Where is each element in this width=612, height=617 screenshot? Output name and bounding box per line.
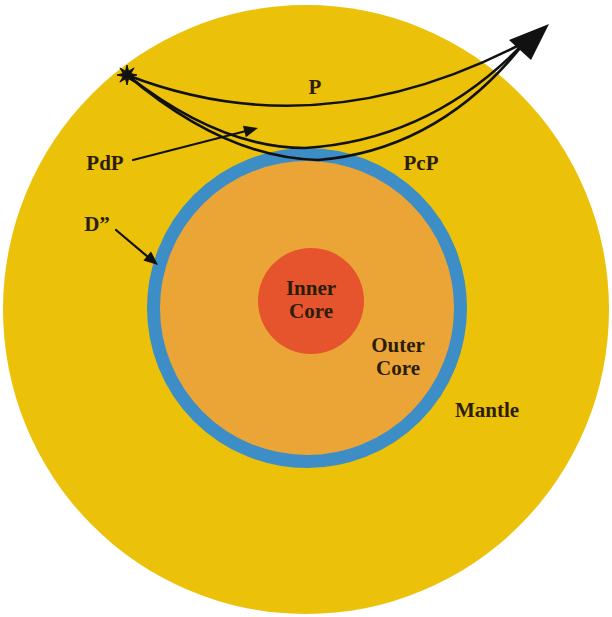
pcp-ray [127,42,525,160]
earthquake-source [117,65,137,85]
arrow-head [243,126,258,138]
arrow-head [509,24,549,60]
p-ray [127,42,525,106]
ray-label: P [309,76,322,99]
layer-name: Mantle [455,399,519,422]
leader-line [116,230,148,257]
pdp-ray [127,42,525,148]
ray-label: PdP [86,152,123,175]
arrow-head [143,251,158,265]
layer-label: D” [84,213,110,236]
outer-core-circle: Outer Core Inner Core [147,148,467,468]
mantle-circle: Mantle Outer Core Inner Core [3,5,609,614]
layer-name: Outer Core [359,334,437,380]
leader-line [133,131,246,160]
ray-label: PcP [404,152,439,175]
layer-name: Inner Core [275,277,347,323]
inner-core-circle: Inner Core [258,248,364,354]
